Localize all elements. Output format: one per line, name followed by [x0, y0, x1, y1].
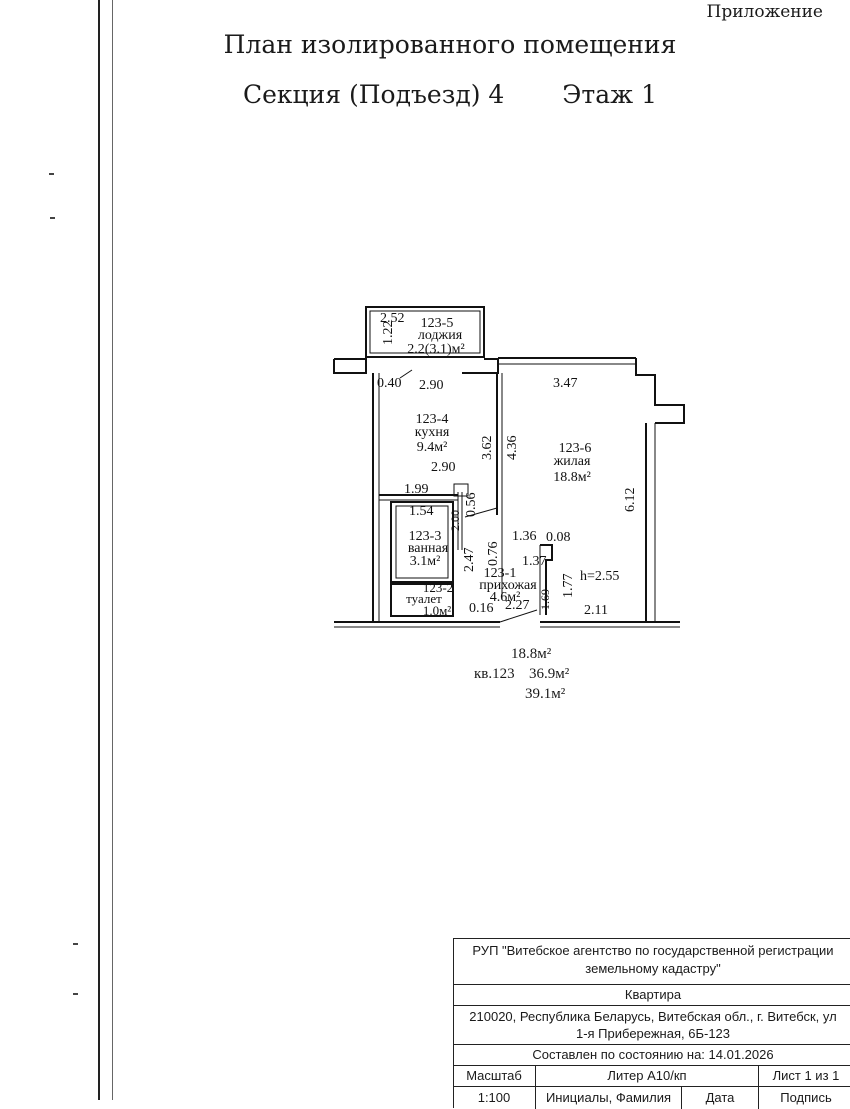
dim-247: 2.47 [462, 548, 477, 573]
stamp-scale-value: 1:100 [453, 1087, 536, 1109]
room-5-id: 123-5 [421, 316, 454, 331]
room-3-id: 123-3 [409, 529, 442, 544]
bathroom-outline [390, 501, 454, 583]
dim-kitchen-width: 2.90 [419, 378, 444, 393]
dim-211: 2.11 [584, 603, 608, 618]
summary-living: 18.8м² [511, 646, 552, 662]
dim-177: 1.77 [561, 574, 576, 599]
dim-kitchen-width-2: 2.90 [431, 460, 456, 475]
dim-wall: 0.40 [377, 376, 402, 391]
wall-right-bay [635, 358, 685, 424]
room-6-id: 123-6 [559, 441, 592, 456]
punch-mark [73, 943, 78, 945]
room-5-area: 2.2(3.1)м² [407, 342, 464, 357]
stamp-signature: Подпись [780, 1090, 832, 1105]
dim-154: 1.54 [409, 504, 434, 519]
stamp-object: Квартира [453, 985, 850, 1006]
dim-200: 2.00 [448, 510, 462, 531]
room-3-name: ванная [408, 541, 449, 556]
room-1-id: 123-1 [484, 566, 517, 581]
punch-mark [50, 217, 55, 219]
dim-008: 0.08 [546, 530, 571, 545]
stamp-liter: Литер А10/кп [536, 1066, 759, 1086]
stamp-sheet: Лист 1 из 1 [772, 1068, 840, 1083]
room-5-name: лоджия [418, 328, 463, 343]
stamp-date-label: Дата [682, 1087, 759, 1109]
stamp-org-line1: РУП "Витебское агентство по государствен… [472, 943, 834, 958]
wall-hall-room [540, 544, 553, 615]
summary-total: 36.9м² [529, 666, 570, 682]
stamp-address-line2: 1-я Прибережная, 6Б-123 [575, 1026, 731, 1041]
room-4-area: 9.4м² [417, 440, 448, 455]
stamp-scale-label: Масштаб [453, 1066, 536, 1086]
dim-137: 1.37 [522, 554, 547, 569]
stamp-row-sign: 1:100 Инициалы, Фамилия Дата Подпись [453, 1087, 850, 1109]
section-label: Секция (Подъезд) 4 [242, 80, 505, 109]
dim-199: 1.99 [404, 482, 429, 497]
room-6-name: жилая [553, 454, 591, 469]
room-1-name: прихожая [479, 578, 537, 593]
room-2-id: 123-2 [423, 580, 453, 595]
page-title: План изолированного помещения [223, 30, 677, 59]
dim-loggia-depth: 1.22 [381, 321, 396, 346]
entrance-door [499, 609, 538, 623]
floor-label: Этаж 1 [562, 80, 657, 109]
room-1-area: 4.6м² [490, 590, 521, 605]
stamp-org-line2: земельному кадастру" [585, 961, 721, 976]
dim-loggia-width: 2.52 [380, 311, 405, 326]
dim-136: 1.36 [512, 529, 537, 544]
section-floor-line: Секция (Подъезд) 4 Этаж 1 [0, 80, 850, 109]
dim-169: 1.69 [538, 589, 552, 610]
dim-height: h=2.55 [580, 569, 619, 584]
room-4-name: кухня [415, 425, 450, 440]
punch-mark [49, 173, 54, 175]
dim-227: 2.27 [505, 598, 530, 613]
dim-room-depth: 4.36 [505, 436, 520, 461]
dim-016: 0.16 [469, 601, 494, 616]
binding-margin-line-outer [112, 0, 113, 1100]
room-6-area: 18.8м² [553, 470, 591, 485]
stamp-address-line1: 210020, Республика Беларусь, Витебская о… [469, 1009, 837, 1024]
stamp-address: 210020, Республика Беларусь, Витебская о… [453, 1006, 850, 1045]
stamp-row-liter: Масштаб Литер А10/кп Лист 1 из 1 [453, 1066, 850, 1087]
room-2-area: 1.0м² [423, 603, 451, 618]
loggia-outline [365, 306, 485, 358]
wall-left-stub [333, 358, 367, 374]
dim-room-width: 3.47 [553, 376, 578, 391]
summary-apartment: кв.123 [474, 666, 515, 682]
dim-room-side: 6.12 [623, 488, 638, 513]
room-2-name: туалет [406, 591, 442, 606]
toilet-outline [390, 583, 454, 617]
title-block: РУП "Витебское агентство по государствен… [453, 938, 850, 1109]
summary-total-loggia: 39.1м² [525, 686, 566, 702]
binding-margin-line [98, 0, 100, 1100]
stamp-org: РУП "Витебское агентство по государствен… [453, 938, 850, 985]
punch-mark [73, 993, 78, 995]
stamp-date: Составлен по состоянию на: 14.01.2026 [453, 1045, 850, 1066]
room-4-id: 123-4 [416, 412, 449, 427]
dim-056: 0.56 [464, 493, 479, 518]
stamp-initials: Инициалы, Фамилия [536, 1087, 682, 1109]
room-3-area: 3.1м² [410, 554, 441, 569]
annex-label: Приложение [706, 2, 824, 22]
dim-076: 0.76 [486, 542, 501, 567]
dim-kitchen-depth: 3.62 [480, 436, 495, 461]
